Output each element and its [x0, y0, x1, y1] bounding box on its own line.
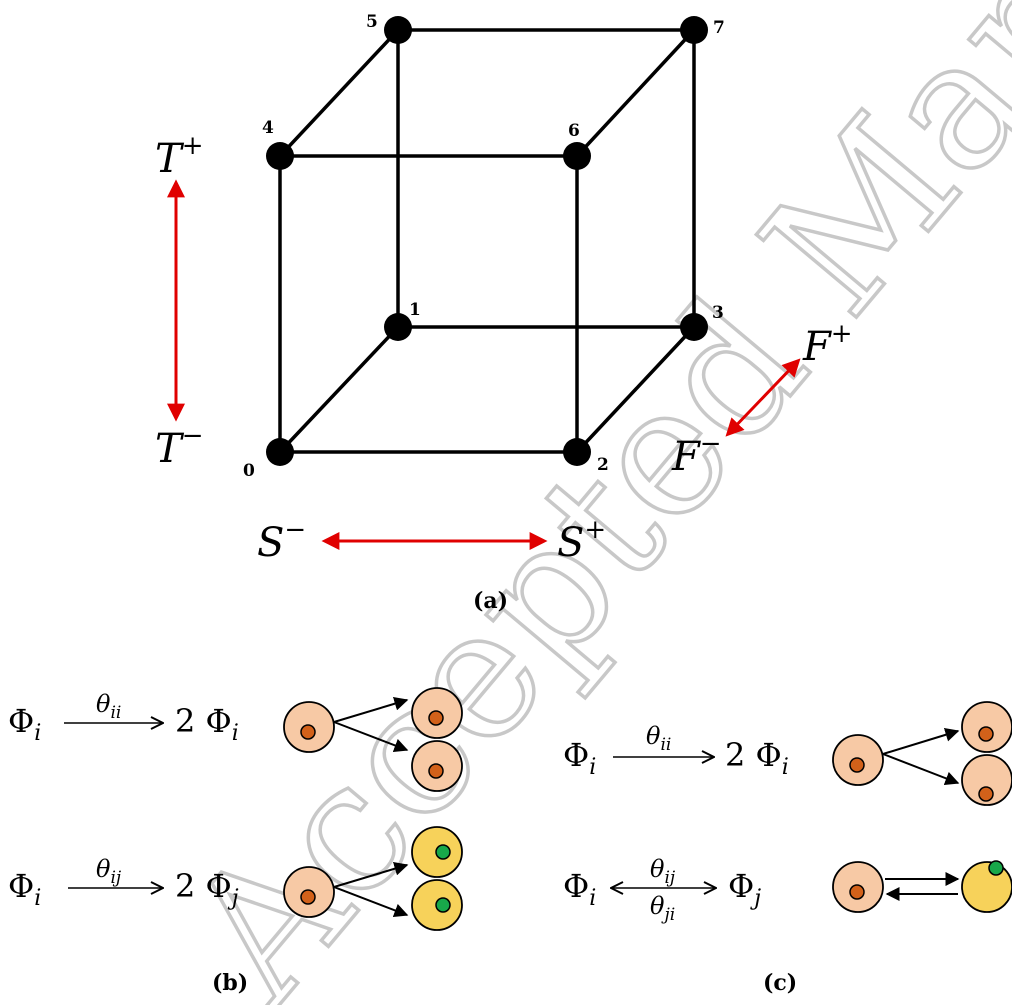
b-row2-split-arrow-top [333, 861, 409, 888]
c-row2-lhs: Φi [563, 867, 596, 911]
vertex-4 [266, 142, 294, 170]
panel-b-label: (b) [212, 970, 248, 996]
b-row1-parent-nucleus [300, 724, 316, 740]
panel-a-label: (a) [473, 588, 508, 614]
c-row1-daughter-top-nucleus [978, 726, 994, 742]
edge-2-3 [575, 325, 696, 454]
b-row2-split-arrow-bottom [333, 886, 409, 918]
f-axis-arrow [725, 358, 801, 437]
c-row1-split-arrow-top [882, 728, 960, 755]
s-plus-label: S+ [557, 515, 606, 566]
edge-0-1 [278, 325, 400, 454]
panel-b: Φi θii 2 Φi Φi θij 2 Φj [8, 687, 463, 996]
vertex-label-6: 6 [568, 121, 580, 141]
vertex-label-5: 5 [366, 12, 378, 32]
c-row1-parent-nucleus [849, 757, 865, 773]
c-row2-rate-forward: θij [650, 855, 676, 888]
b-row2-daughter-bottom-nucleus [435, 897, 451, 913]
vertex-1 [384, 313, 412, 341]
b-row1-split-arrow-top [333, 696, 409, 723]
vertex-label-3: 3 [712, 303, 724, 323]
c-row2-rate-back: θji [650, 892, 675, 925]
vertex-5 [384, 16, 412, 44]
vertex-label-1: 1 [409, 300, 421, 320]
panel-a-cube [278, 28, 696, 454]
vertex-label-2: 2 [597, 455, 609, 475]
vertex-label-4: 4 [262, 118, 274, 138]
b-row1-rhs: 2 Φi [175, 702, 239, 746]
c-row1-rate: θii [646, 722, 671, 755]
edge-6-7 [575, 28, 696, 158]
panel-c-label: (c) [763, 970, 797, 996]
c-row1-lhs: Φi [563, 736, 596, 780]
s-minus-label: S− [257, 515, 306, 566]
b-row2-rhs: 2 Φj [175, 867, 239, 911]
b-row1-rate: θii [96, 690, 121, 723]
b-row2-daughter-top-nucleus [435, 844, 451, 860]
vertex-7 [680, 16, 708, 44]
b-row1-lhs: Φi [8, 702, 41, 746]
vertex-0 [266, 438, 294, 466]
c-row1-rhs: 2 Φi [725, 736, 789, 780]
vertex-3 [680, 313, 708, 341]
c-row2-left-nucleus [849, 884, 865, 900]
c-row2-rhs: Φj [728, 867, 761, 911]
b-row2-parent-nucleus [300, 889, 316, 905]
c-row2-right-nucleus [988, 860, 1004, 876]
b-row2-lhs: Φi [8, 867, 41, 911]
vertex-label-0: 0 [243, 461, 255, 481]
vertex-6 [563, 142, 591, 170]
c-row2-right-cell [961, 861, 1012, 913]
cube-vertices [266, 16, 708, 466]
edge-4-5 [278, 28, 400, 158]
c-row1-daughter-bottom-nucleus [978, 786, 994, 802]
c-row1-daughter-bottom-cell [961, 754, 1012, 806]
b-row1-daughter-top-nucleus [428, 710, 444, 726]
vertex-labels: 0 1 2 3 4 5 6 7 [243, 12, 725, 481]
f-minus-label: F− [671, 429, 722, 480]
t-minus-label: T− [155, 421, 203, 472]
c-row1-split-arrow-bottom [882, 753, 960, 785]
t-plus-label: T+ [155, 131, 203, 182]
vertex-2 [563, 438, 591, 466]
b-row1-daughter-bottom-nucleus [428, 763, 444, 779]
panel-c: Φi θii 2 Φi Φi θij θji Φj [563, 701, 1012, 996]
b-row1-split-arrow-bottom [333, 721, 409, 753]
b-row2-rate: θij [96, 855, 122, 888]
vertex-label-7: 7 [713, 18, 725, 38]
f-plus-label: F+ [802, 319, 853, 370]
